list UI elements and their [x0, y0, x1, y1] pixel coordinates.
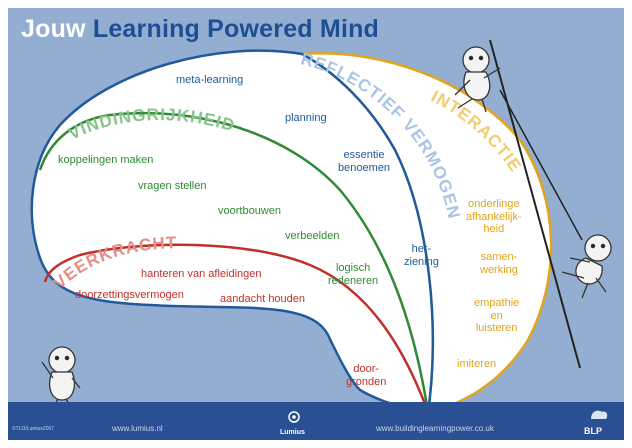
item-doorzettingsvermogen: doorzettingsvermogen	[75, 289, 184, 301]
rope-right	[489, 39, 581, 369]
lumius-logo: Lumius	[280, 429, 305, 436]
blp-logo-icon	[591, 410, 608, 419]
waving-figure	[41, 346, 81, 407]
item-voortbouwen: voortbouwen	[218, 205, 281, 217]
footer-link-lumius[interactable]: www.lumius.nl	[112, 424, 163, 433]
lumius-logo-icon	[288, 411, 300, 423]
footer-link-blp[interactable]: www.buildinglearningpower.co.uk	[376, 424, 494, 433]
item-planning: planning	[285, 112, 327, 124]
title-word-jouw: Jouw	[21, 15, 86, 43]
climber-figure-rope	[561, 234, 612, 299]
poster-title: Jouw Learning Powered Mind	[21, 15, 379, 44]
title-rest: Learning Powered Mind	[92, 15, 380, 43]
item-verbeelden: verbeelden	[285, 230, 340, 242]
item-vragen-stellen: vragen stellen	[138, 180, 207, 192]
item-samenwerking: samen-werking	[480, 251, 518, 276]
climber-figure-top	[454, 46, 501, 113]
reflectief-zone	[30, 49, 435, 414]
item-imiteren: imiteren	[457, 358, 497, 370]
item-koppelingen-maken: koppelingen maken	[58, 154, 154, 166]
item-doorgronden: door-gronden	[346, 363, 387, 388]
footer-bar: ©TLO/Lumius2007 www.lumius.nl Lumius www…	[8, 402, 624, 440]
rope-left	[499, 89, 583, 241]
item-herziening: her-ziening	[404, 243, 439, 268]
item-aandacht-houden: aandacht houden	[220, 293, 306, 305]
item-meta-learning: meta-learning	[176, 74, 244, 86]
vindingrijkheid-line	[38, 111, 430, 413]
veerkracht-line	[43, 243, 430, 413]
item-hanteren-afleidingen: hanteren van afleidingen	[141, 268, 262, 280]
footer-copyright: ©TLO/Lumius2007	[12, 426, 55, 432]
blp-logo: BLP	[584, 426, 602, 436]
